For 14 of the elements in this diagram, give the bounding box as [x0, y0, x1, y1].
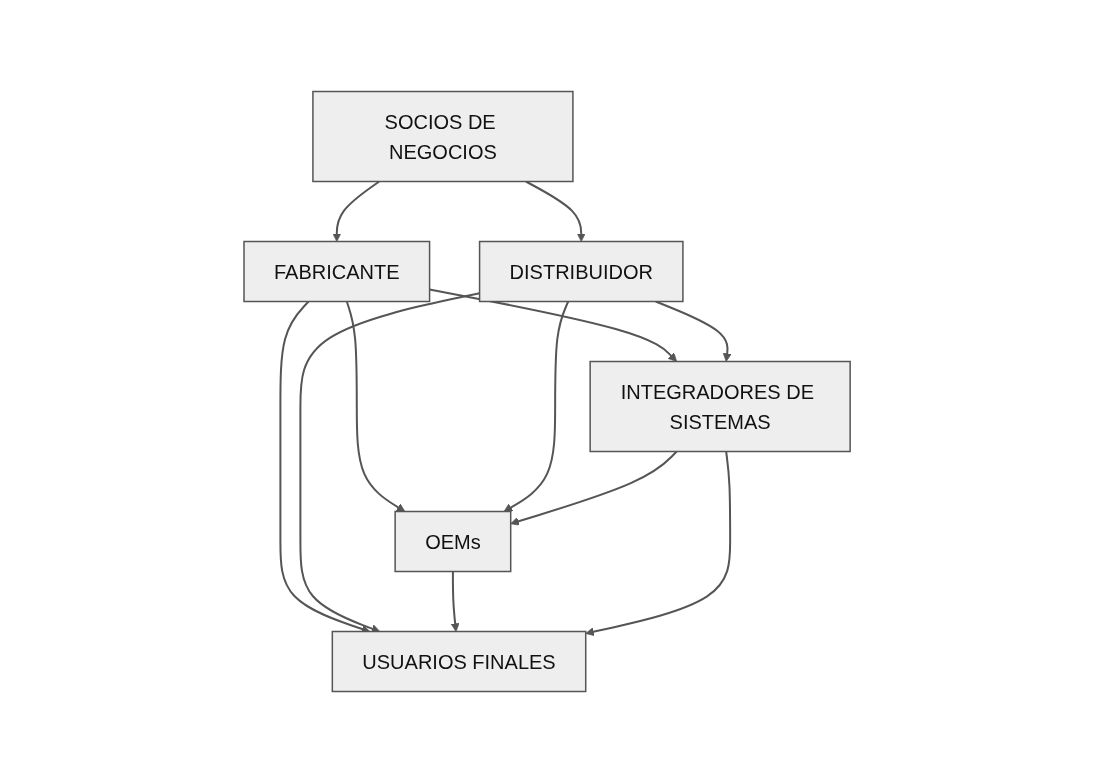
arrow	[585, 450, 732, 637]
node-box: DISTRIBUIDOR	[478, 240, 684, 303]
arrow	[332, 180, 381, 242]
node-box: FABRICANTE	[243, 240, 431, 303]
node-box: INTEGRADORES DE SISTEMAS	[589, 360, 851, 453]
arrow	[450, 570, 460, 632]
node-box: OEMs	[394, 510, 512, 573]
node-box: SOCIOS DE NEGOCIOS	[312, 90, 574, 183]
node-box: USUARIOS FINALES	[331, 630, 587, 693]
arrow	[510, 450, 678, 526]
arrow	[503, 300, 570, 512]
arrow	[654, 300, 732, 362]
arrow	[345, 300, 406, 512]
arrow	[524, 180, 586, 242]
